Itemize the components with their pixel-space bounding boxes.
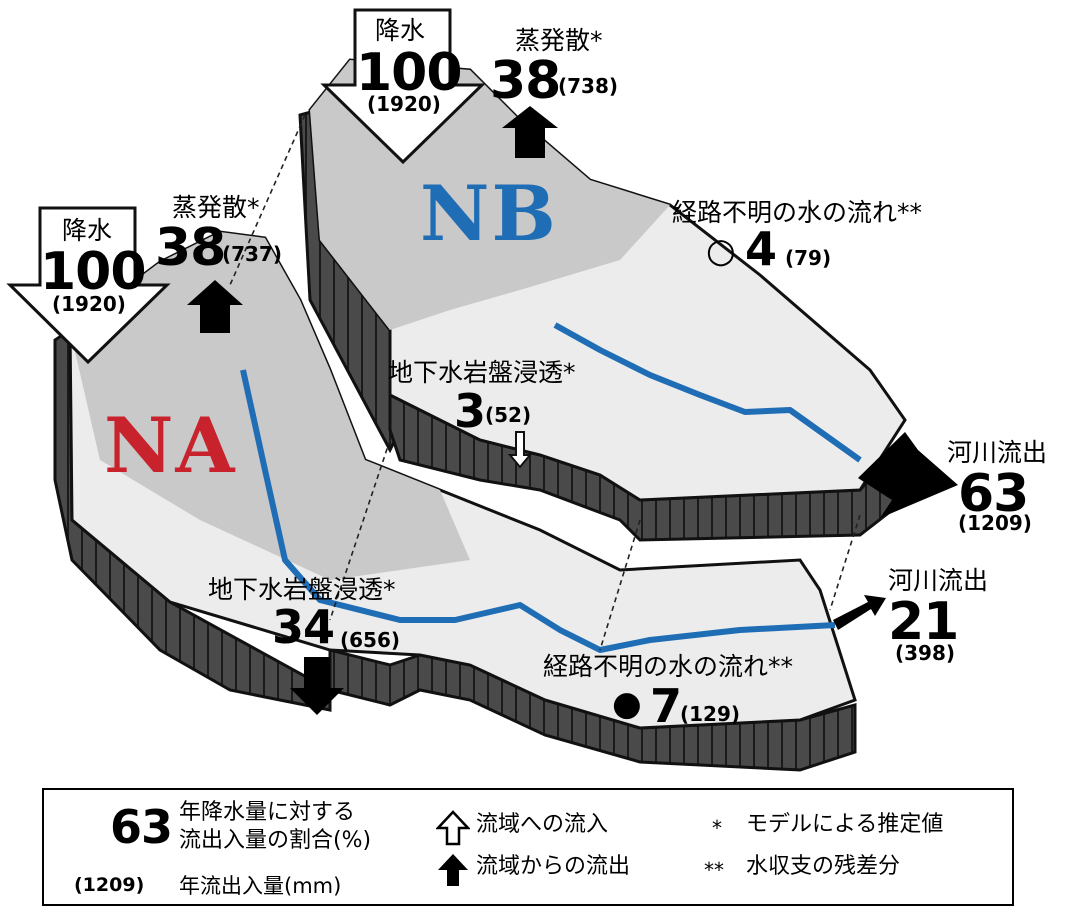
inflow-arrow-icon <box>436 810 470 846</box>
na-groundwater-arrow-icon <box>290 657 344 715</box>
nb-groundwater-arrow-icon <box>507 431 533 469</box>
legend-outflow-label: 流域からの流出 <box>476 854 631 879</box>
legend-ratio-line2: 流出入量の割合(%) <box>179 828 372 853</box>
legend-star2-symbol: ** <box>704 858 724 882</box>
nb-groundwater-value: 3 <box>454 384 486 438</box>
na-unknown-value: 7 <box>650 679 682 733</box>
na-unknown-label: 経路不明の水の流れ** <box>543 652 794 681</box>
nb-evap-mm: (738) <box>558 74 619 98</box>
na-evap-value: 38 <box>155 218 226 278</box>
nb-groundwater-mm: (52) <box>485 403 532 427</box>
legend-annual-label: 年流出入量(mm) <box>179 874 342 898</box>
legend-star1-label: モデルによる推定値 <box>746 812 944 837</box>
na-surface-shade <box>70 232 470 580</box>
nb-evap-value: 38 <box>490 51 561 111</box>
legend-star2-label: 水収支の残差分 <box>746 854 901 879</box>
nb-river-value: 63 <box>958 464 1029 524</box>
na-precip-label: 降水 <box>62 216 113 245</box>
na-precip-arrow-icon <box>6 206 171 365</box>
outflow-arrow-icon <box>438 854 468 886</box>
nb-evap-label: 蒸発散* <box>515 26 603 55</box>
nb-precip-value: 100 <box>356 43 463 103</box>
na-river <box>240 369 836 653</box>
nb-river-mm: (1209) <box>958 511 1032 535</box>
na-precip-value: 100 <box>40 242 147 302</box>
legend-ratio-line1: 年降水量に対する <box>179 800 356 825</box>
na-evap-label: 蒸発散* <box>172 193 260 222</box>
nb-evap-arrow-icon <box>502 106 558 158</box>
nb-unknown-mm: (79) <box>785 246 832 270</box>
na-wall-front <box>328 648 857 772</box>
legend-example-mm: (1209) <box>74 874 145 896</box>
na-river-mm: (398) <box>895 641 956 665</box>
connector-lines <box>229 114 861 651</box>
nb-unknown-symbol-icon: ○ <box>706 231 736 271</box>
na-groundwater-label: 地下水岩盤浸透* <box>208 575 396 604</box>
na-evap-mm: (737) <box>222 242 283 266</box>
nb-unknown-value: 4 <box>745 222 777 276</box>
nb-precip-mm: (1920) <box>367 92 441 116</box>
nb-unknown-label: 経路不明の水の流れ** <box>672 198 923 227</box>
na-river-arrow-icon <box>833 595 886 630</box>
nb-basin-name: NB <box>420 169 558 258</box>
legend-star1-symbol: * <box>712 816 722 840</box>
na-groundwater-value: 34 <box>272 600 335 654</box>
na-evap-arrow-icon <box>187 280 243 333</box>
na-river-value: 21 <box>888 592 959 652</box>
nb-precip-arrow-icon <box>320 8 486 165</box>
nb-river <box>553 322 862 463</box>
nb-river-arrow-icon <box>858 432 958 518</box>
legend-inflow-label: 流域への流入 <box>476 812 609 837</box>
nb-river-label: 河川流出 <box>947 438 1048 467</box>
na-river-label: 河川流出 <box>888 566 989 595</box>
legend-example-value: 63 <box>110 800 173 854</box>
na-unknown-mm: (129) <box>680 702 741 726</box>
na-groundwater-mm: (656) <box>340 628 401 652</box>
na-unknown-symbol-icon: ● <box>612 684 642 724</box>
nb-precip-label: 降水 <box>375 16 426 45</box>
na-basin-name: NA <box>104 401 237 490</box>
na-precip-mm: (1920) <box>52 292 126 316</box>
nb-groundwater-label: 地下水岩盤浸透* <box>388 358 576 387</box>
legend: 63 年降水量に対する 流出入量の割合(%) (1209) 年流出入量(mm) … <box>42 788 1014 906</box>
